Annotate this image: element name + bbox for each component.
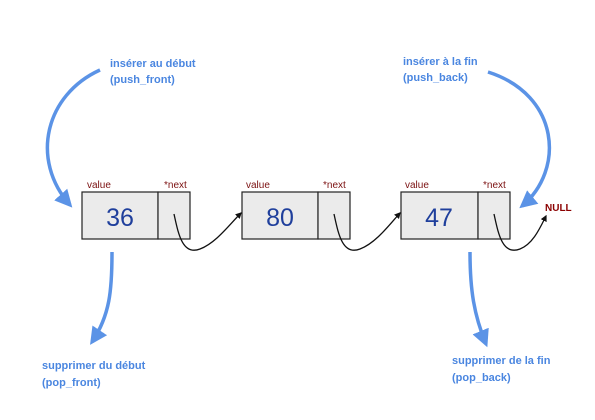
node-1-value-cell bbox=[81, 191, 159, 240]
node-3-value-label: value bbox=[405, 180, 429, 191]
node-3-value: 47 bbox=[425, 204, 453, 232]
null-label: NULL bbox=[545, 203, 572, 214]
push-back-method: (push_back) bbox=[403, 72, 468, 84]
pop-back-arrow bbox=[468, 251, 489, 348]
node-2-value-label: value bbox=[246, 180, 270, 191]
push-front-label: insérer au début bbox=[110, 58, 196, 70]
annotation-pop-front: supprimer du début (pop_front) bbox=[42, 360, 146, 389]
node-2-next-label: *next bbox=[323, 180, 346, 191]
node-3-next-label: *next bbox=[483, 180, 506, 191]
push-front-method: (push_front) bbox=[110, 74, 175, 86]
next-pointer-arrow-1 bbox=[173, 212, 242, 251]
push-back-arrow bbox=[487, 70, 552, 209]
pop-back-label: supprimer de la fin bbox=[452, 355, 551, 367]
pop-front-arrow bbox=[90, 251, 114, 345]
push-back-label: insérer à la fin bbox=[403, 56, 478, 68]
list-node-3: value *next 47 bbox=[400, 180, 511, 240]
annotation-push-back: insérer à la fin (push_back) bbox=[403, 56, 478, 84]
annotation-pop-back: supprimer de la fin (pop_back) bbox=[452, 355, 551, 384]
next-pointer-arrow-null bbox=[493, 213, 547, 251]
node-2-value-cell bbox=[241, 191, 319, 240]
list-node-2: value *next 80 bbox=[241, 180, 351, 240]
next-pointer-arrow-2 bbox=[333, 212, 401, 251]
node-1-next-label: *next bbox=[164, 180, 187, 191]
node-1-value: 36 bbox=[106, 204, 134, 232]
node-2-value: 80 bbox=[266, 204, 294, 232]
list-node-1: value *next 36 bbox=[81, 180, 191, 240]
node-1-value-label: value bbox=[87, 180, 111, 191]
pop-back-method: (pop_back) bbox=[452, 372, 511, 384]
pop-front-method: (pop_front) bbox=[42, 377, 101, 389]
annotation-push-front: insérer au début (push_front) bbox=[110, 58, 196, 86]
push-front-arrow bbox=[45, 68, 101, 208]
pop-front-label: supprimer du début bbox=[42, 360, 146, 372]
